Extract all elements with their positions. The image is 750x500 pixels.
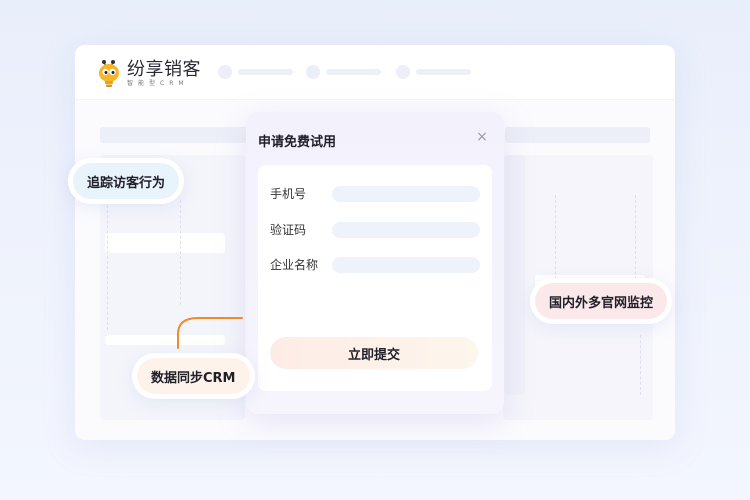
dashed-connector bbox=[635, 195, 636, 305]
phone-field: 手机号 bbox=[270, 185, 480, 202]
submit-button[interactable]: 立即提交 bbox=[270, 337, 478, 369]
placeholder-bar bbox=[505, 127, 650, 143]
close-icon[interactable]: × bbox=[476, 129, 488, 145]
nav-item-label-placeholder bbox=[416, 69, 471, 75]
company-name-input[interactable] bbox=[332, 256, 480, 273]
verification-code-field: 验证码 bbox=[270, 221, 480, 238]
dashed-connector bbox=[640, 335, 641, 395]
dashed-connector bbox=[180, 200, 181, 305]
verification-code-input[interactable] bbox=[332, 221, 480, 238]
phone-input[interactable] bbox=[332, 185, 480, 202]
nav-item-1[interactable] bbox=[218, 65, 293, 79]
top-bar: 纷享销客 智能型CRM bbox=[75, 45, 675, 100]
dashed-connector bbox=[107, 200, 108, 330]
placeholder-dot-icon bbox=[396, 65, 410, 79]
placeholder-sidebar bbox=[505, 155, 525, 395]
dialog-form: 手机号 验证码 企业名称 立即提交 bbox=[258, 165, 492, 391]
feature-sync-crm: 数据同步CRM bbox=[132, 353, 255, 399]
feature-label: 国内外多官网监控 bbox=[535, 283, 668, 319]
bee-lightbulb-mascot-icon bbox=[97, 59, 123, 89]
logo[interactable]: 纷享销客 智能型CRM bbox=[97, 59, 201, 89]
placeholder-row bbox=[105, 335, 225, 345]
nav-item-label-placeholder bbox=[326, 69, 381, 75]
placeholder-pin-icon bbox=[306, 65, 320, 79]
free-trial-dialog: 申请免费试用 × 手机号 验证码 企业名称 立即提交 bbox=[246, 112, 504, 414]
orange-connector-curve bbox=[177, 317, 243, 349]
nav-item-3[interactable] bbox=[396, 65, 471, 79]
placeholder-dot-icon bbox=[218, 65, 232, 79]
dialog-title: 申请免费试用 bbox=[258, 135, 337, 150]
dashed-connector bbox=[555, 195, 556, 305]
nav-item-2[interactable] bbox=[306, 65, 381, 79]
company-name-label: 企业名称 bbox=[270, 258, 319, 272]
logo-subtitle: 智能型CRM bbox=[127, 80, 189, 87]
nav-item-label-placeholder bbox=[238, 69, 293, 75]
feature-label: 数据同步CRM bbox=[137, 358, 250, 394]
placeholder-row bbox=[105, 233, 225, 253]
placeholder-bar bbox=[100, 127, 250, 143]
logo-title: 纷享销客 bbox=[127, 59, 201, 80]
phone-label: 手机号 bbox=[270, 187, 307, 201]
feature-track-visitors: 追踪访客行为 bbox=[68, 158, 185, 204]
feature-label: 追踪访客行为 bbox=[73, 163, 180, 199]
verification-code-label: 验证码 bbox=[270, 223, 307, 237]
feature-multi-site-monitoring: 国内外多官网监控 bbox=[530, 278, 673, 324]
company-name-field: 企业名称 bbox=[270, 256, 480, 273]
